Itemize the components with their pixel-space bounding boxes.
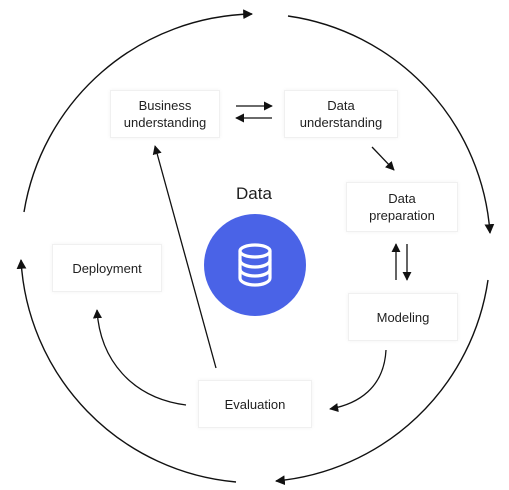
modeling-node: Modeling [348, 293, 458, 341]
center-title: Data [236, 184, 272, 203]
data-preparation-node: Data preparation [346, 182, 458, 232]
arrow-evaluation-to-business [152, 145, 217, 369]
evaluation-node: Evaluation [198, 380, 312, 428]
business-understanding-node: Business understanding [110, 90, 220, 138]
outer-arc-bottom-left [16, 259, 237, 483]
data-understanding-node: Data understanding [284, 90, 398, 138]
arrow-modeling-to-evaluation [329, 349, 387, 413]
arrow-data-understanding-to-preparation [371, 146, 395, 171]
database-icon [238, 243, 272, 287]
deployment-node: Deployment [52, 244, 162, 292]
outer-arc-top-right [287, 15, 495, 234]
outer-arc-bottom-right [275, 279, 489, 486]
arrow-evaluation-to-deployment [92, 309, 187, 406]
database-badge [204, 214, 306, 316]
outer-arc-top-left [23, 9, 253, 213]
